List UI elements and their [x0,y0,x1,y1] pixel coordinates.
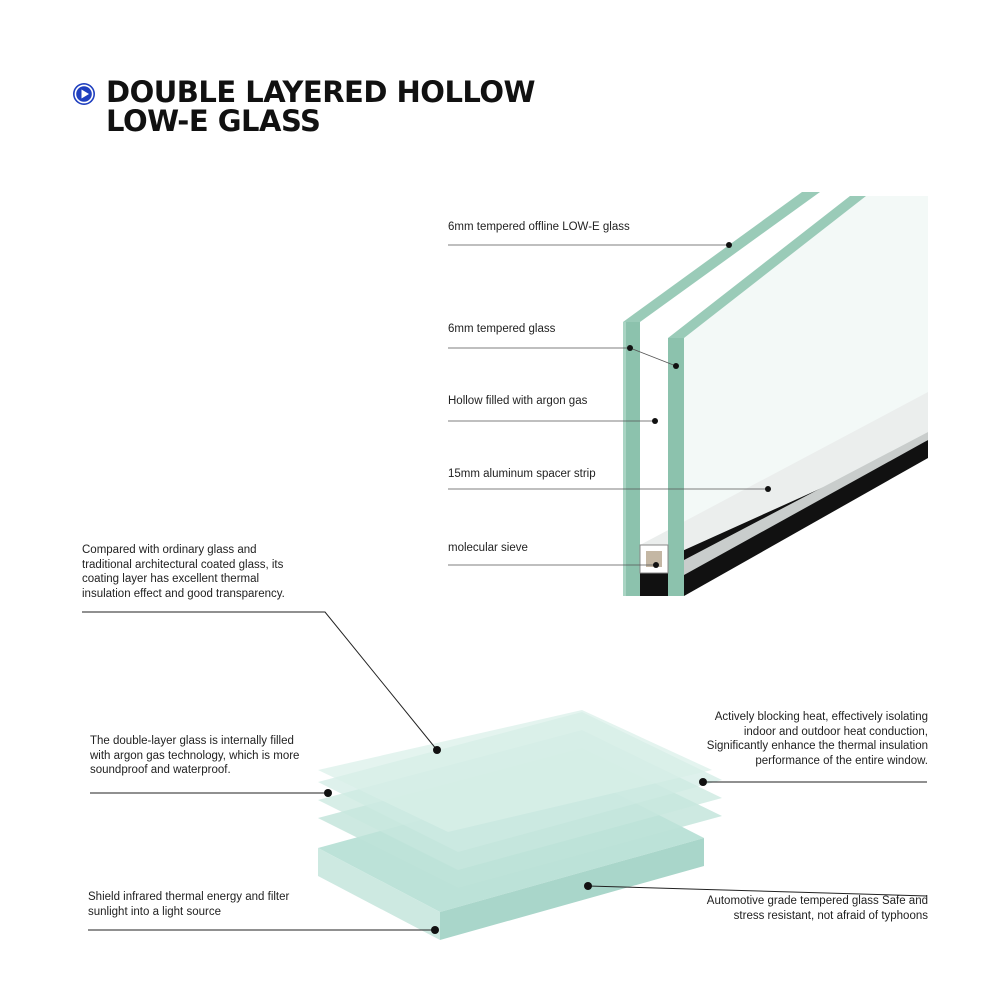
stack-dots [324,746,707,934]
label-molecular-sieve: molecular sieve [448,542,528,554]
outer-pane-highlight [623,322,626,596]
note-infrared: Shield infrared thermal energy and filte… [88,891,290,918]
tempered-layer-front [440,838,704,940]
note-coating: Compared with ordinary glass and traditi… [82,544,285,600]
note-argon: The double-layer glass is internally fil… [90,735,300,776]
tempered-layer-side [318,848,440,940]
title-line-2: LOW-E GLASS [106,104,321,138]
page-title: DOUBLE LAYERED HOLLOW LOW-E GLASS [106,75,536,138]
label-tempered-glass: 6mm tempered glass [448,323,556,335]
note-tempered: Automotive grade tempered glass Safe and… [706,895,928,922]
note-heat-block: Actively blocking heat, effectively isol… [706,711,928,767]
label-spacer-strip: 15mm aluminum spacer strip [448,468,596,480]
inner-pane-top [668,196,866,338]
layer-stack [318,710,722,940]
spacer-strip [640,392,928,560]
inner-pane-edge [668,338,684,596]
title-line-1: DOUBLE LAYERED HOLLOW [106,75,536,109]
glass-cross-section [623,192,928,596]
glass-face-inner [684,196,928,580]
label-lowe-glass: 6mm tempered offline LOW-E glass [448,221,630,233]
label-argon-hollow: Hollow filled with argon gas [448,395,588,407]
play-circle-icon [73,83,95,105]
outer-pane-edge [623,322,640,596]
cross-section-dots [627,242,771,568]
glass-layer-top [318,710,712,832]
stack-leaders [82,611,928,931]
glass-face-outer [623,192,820,322]
